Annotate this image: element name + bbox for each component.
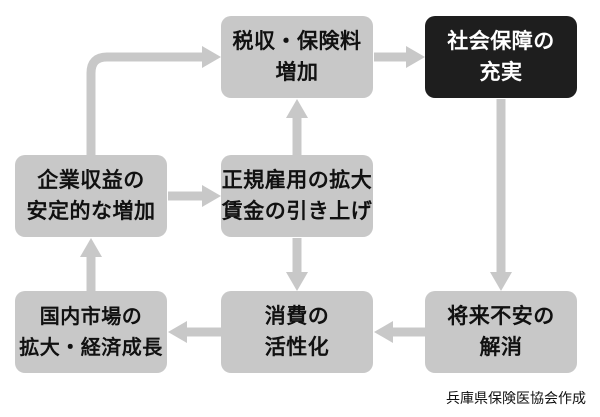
node-regular-employment-line1: 正規雇用の拡大 [221,168,373,192]
node-corporate-profit-line2: 安定的な増加 [26,199,156,223]
arrow-profit-to-tax [86,52,205,155]
node-anxiety-relief-line1: 将来不安の [447,304,555,328]
node-tax-increase: 税収・保険料 増加 [221,16,373,98]
node-domestic-market-line2: 拡大・経済成長 [19,335,163,359]
arrowhead-social-to-anxiety [490,272,512,291]
node-social-security-line1: 社会保障の [447,29,555,53]
arrowhead-anxiety-to-consumption [374,321,393,343]
node-consumption-line2: 活性化 [264,335,330,359]
arrowhead-employment-to-tax [286,99,308,118]
node-corporate-profit-line1: 企業収益の [37,168,145,192]
arrowhead-profit-to-tax [202,46,221,68]
node-domestic-market: 国内市場の 拡大・経済成長 [15,291,167,373]
node-consumption-line1: 消費の [264,304,330,328]
node-anxiety-relief-line2: 解消 [479,335,523,359]
node-consumption: 消費の 活性化 [221,291,373,373]
node-domestic-market-line1: 国内市場の [39,304,143,328]
arrowhead-employment-to-consumption [286,272,308,291]
arrowhead-tax-to-social [406,46,425,68]
node-regular-employment-line2: 賃金の引き上げ [221,199,373,223]
node-corporate-profit: 企業収益の 安定的な増加 [15,155,167,237]
node-social-security: 社会保障の 充実 [425,16,577,98]
node-tax-increase-line1: 税収・保険料 [232,29,362,53]
node-social-security-line2: 充実 [479,60,523,84]
source-credit: 兵庫県保険医協会作成 [446,391,586,407]
arrowhead-market-to-profit [80,238,102,257]
arrowhead-profit-to-employment [202,185,221,207]
arrowhead-consumption-to-market [168,321,187,343]
node-regular-employment: 正規雇用の拡大 賃金の引き上げ [221,155,373,237]
node-tax-increase-line2: 増加 [275,60,319,84]
node-anxiety-relief: 将来不安の 解消 [425,291,577,373]
